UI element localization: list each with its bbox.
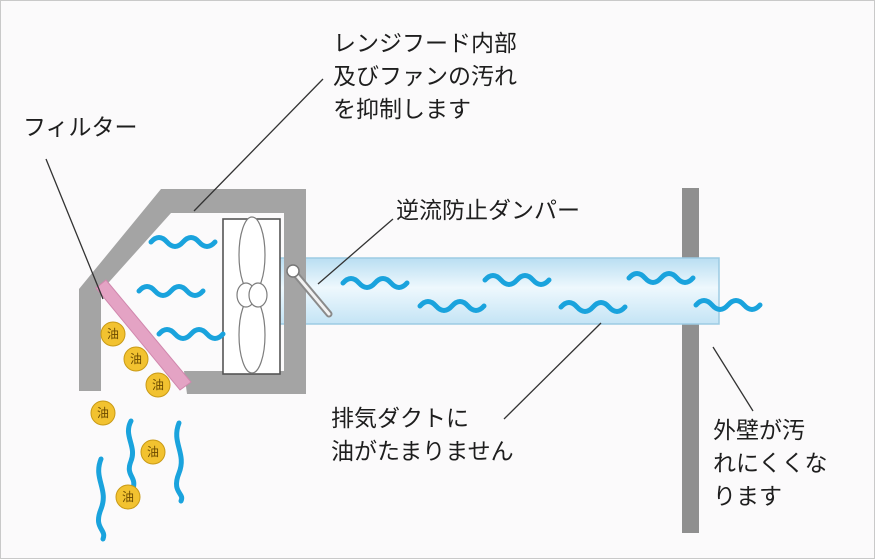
svg-text:油: 油 [152, 378, 164, 392]
backflow-damper [286, 264, 333, 318]
hood-caption-line: を抑制します [333, 97, 471, 123]
fan-blades [236, 216, 268, 374]
svg-text:油: 油 [147, 445, 159, 459]
wall-caption-line: れにくくな [713, 451, 828, 477]
hood-caption: レンジフード内部 及びファンの汚れ を抑制します [333, 28, 517, 127]
hood-caption-line: 及びファンの汚れ [333, 64, 517, 90]
oil-drop: 油 [100, 321, 126, 347]
duct-caption-line: 排気ダクトに [331, 406, 469, 432]
oil-drop: 油 [140, 439, 166, 465]
duct-caption: 排気ダクトに 油がたまりません [331, 403, 514, 469]
airflow-arrows [96, 235, 763, 542]
oil-drop: 油 [145, 372, 171, 398]
damper-label: 逆流防止ダンパー [396, 198, 580, 224]
svg-text:油: 油 [130, 352, 142, 366]
exhaust-duct [278, 257, 720, 325]
oil-drop: 油 [115, 484, 141, 510]
svg-text:油: 油 [97, 406, 109, 420]
wall-caption: 外壁が汚 れにくくな ります [713, 415, 828, 514]
svg-text:油: 油 [107, 327, 119, 341]
wall-caption-line: ります [713, 484, 782, 510]
filter-label: フィルター [23, 115, 138, 141]
filter-panel [95, 279, 192, 391]
exterior-wall [682, 188, 699, 533]
wall-caption-line: 外壁が汚 [713, 418, 805, 444]
leader-lines [45, 78, 754, 420]
hood-caption-line: レンジフード内部 [333, 31, 517, 57]
duct-caption-line: 油がたまりません [331, 439, 514, 465]
range-hood-frame [79, 189, 306, 394]
oil-droplets: 油 油 油 油 油 油 [90, 321, 171, 510]
oil-drop: 油 [123, 346, 149, 372]
oil-drop: 油 [90, 400, 116, 426]
svg-text:油: 油 [122, 490, 134, 504]
